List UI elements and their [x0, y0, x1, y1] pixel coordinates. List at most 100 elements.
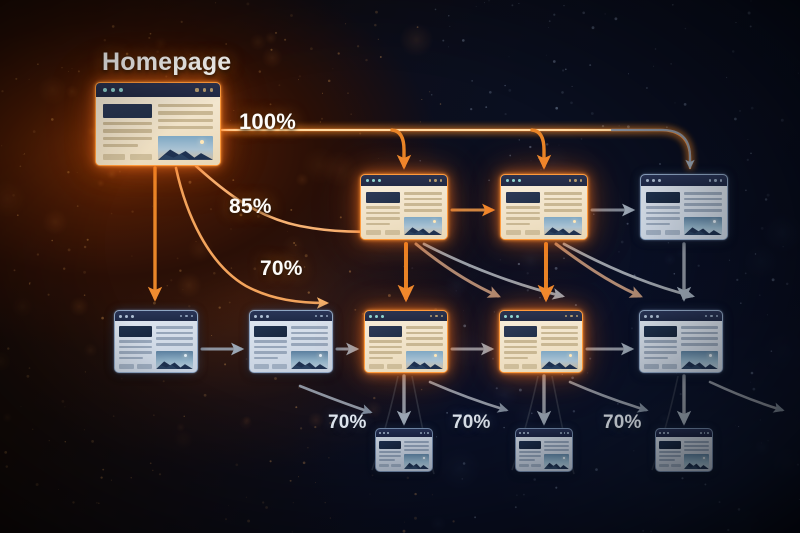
window-traffic-light-dots[interactable]: [506, 179, 521, 182]
edge-trunk-t1-1: [390, 128, 412, 170]
window-menu-dots[interactable]: [428, 179, 442, 182]
window-menu-dots[interactable]: [568, 179, 582, 182]
content-column-left: [646, 192, 680, 235]
browser-window-t2-1[interactable]: [114, 310, 198, 373]
window-traffic-light-dots[interactable]: [504, 314, 519, 318]
browser-window-t3-2[interactable]: [515, 428, 573, 472]
window-titlebar: [656, 429, 712, 437]
browser-window-t1-1[interactable]: [360, 174, 448, 240]
text-line: [544, 445, 569, 448]
content-column-left: [103, 104, 152, 160]
button-row: [646, 230, 680, 235]
text-line: [290, 331, 328, 335]
text-line: [403, 203, 442, 207]
content-column-left: [366, 192, 400, 235]
window-menu-dots[interactable]: [564, 314, 578, 318]
text-line: [119, 356, 143, 360]
image-sun: [712, 219, 716, 223]
text-line: [504, 340, 537, 343]
text-line: [369, 345, 402, 349]
image-thumbnail: [155, 351, 193, 370]
content-column-right: [543, 192, 582, 236]
window-traffic-light-dots[interactable]: [379, 432, 389, 434]
browser-window-t2-2[interactable]: [249, 310, 333, 373]
window-menu-dots[interactable]: [420, 432, 429, 434]
text-line: [644, 340, 677, 343]
window-menu-dots[interactable]: [195, 88, 213, 92]
image-sun: [200, 139, 205, 144]
browser-window-t2-5[interactable]: [639, 310, 723, 373]
window-menu-dots[interactable]: [429, 314, 443, 318]
text-line: [680, 343, 718, 346]
text-line: [403, 209, 442, 212]
text-line: [506, 217, 540, 220]
text-line: [369, 356, 393, 360]
browser-window-t3-1[interactable]: [375, 428, 433, 472]
window-traffic-light-dots[interactable]: [644, 314, 659, 318]
window-titlebar: [96, 83, 220, 97]
window-titlebar: [500, 311, 582, 321]
text-line: [646, 211, 680, 215]
window-menu-dots[interactable]: [314, 314, 328, 318]
content-chip: [137, 364, 152, 369]
text-line: [519, 455, 542, 458]
window-traffic-light-dots[interactable]: [366, 179, 381, 182]
window-traffic-light-dots[interactable]: [103, 88, 123, 92]
text-line: [659, 455, 682, 458]
text-line: [684, 445, 709, 448]
browser-window-t2-4[interactable]: [499, 310, 583, 373]
edge-trunk-t1-2: [530, 128, 552, 170]
browser-window-t1-3[interactable]: [640, 174, 728, 240]
window-traffic-light-dots[interactable]: [369, 314, 384, 318]
text-line: [379, 451, 402, 454]
window-traffic-light-dots[interactable]: [254, 314, 269, 318]
window-menu-dots[interactable]: [179, 314, 193, 318]
window-titlebar: [516, 429, 572, 437]
label-homepage: Homepage: [102, 48, 232, 76]
text-line: [366, 211, 400, 215]
browser-window-t2-3[interactable]: [364, 310, 448, 373]
text-line: [119, 340, 152, 343]
image-mountains: [544, 460, 569, 469]
image-thumbnail: [683, 217, 722, 236]
window-menu-dots[interactable]: [704, 314, 718, 318]
content-chip: [531, 464, 542, 468]
window-content: [250, 321, 332, 372]
text-line: [680, 337, 718, 341]
content-chip: [506, 230, 522, 235]
content-chip: [119, 364, 134, 369]
browser-window-t1-2[interactable]: [500, 174, 588, 240]
text-line: [290, 343, 328, 346]
text-line: [405, 343, 443, 346]
image-sun: [703, 456, 706, 459]
browser-window-home[interactable]: [95, 82, 221, 166]
text-line: [684, 449, 709, 452]
image-thumbnail: [405, 351, 443, 370]
window-menu-dots[interactable]: [708, 179, 722, 182]
content-column-right: [290, 326, 328, 370]
hero-block: [646, 192, 680, 203]
image-mountains: [155, 358, 193, 370]
image-mountains: [683, 224, 722, 236]
text-line: [684, 441, 709, 443]
content-chip: [391, 464, 402, 468]
image-thumbnail: [290, 351, 328, 370]
text-line: [157, 104, 213, 108]
window-traffic-light-dots[interactable]: [659, 432, 669, 434]
browser-window-t3-3[interactable]: [655, 428, 713, 472]
window-menu-dots[interactable]: [560, 432, 569, 434]
text-line: [504, 356, 528, 360]
text-line: [366, 222, 391, 226]
content-chip: [369, 364, 384, 369]
image-sun: [184, 353, 188, 357]
window-traffic-light-dots[interactable]: [519, 432, 529, 434]
image-thumbnail: [544, 454, 569, 469]
image-mountains: [680, 358, 718, 370]
window-menu-dots[interactable]: [700, 432, 709, 434]
text-line: [103, 144, 139, 148]
window-traffic-light-dots[interactable]: [119, 314, 134, 318]
text-line: [646, 222, 671, 226]
window-traffic-light-dots[interactable]: [646, 179, 661, 182]
edge-t1-2-t2-5-alt: [562, 242, 695, 300]
button-row: [659, 464, 682, 468]
